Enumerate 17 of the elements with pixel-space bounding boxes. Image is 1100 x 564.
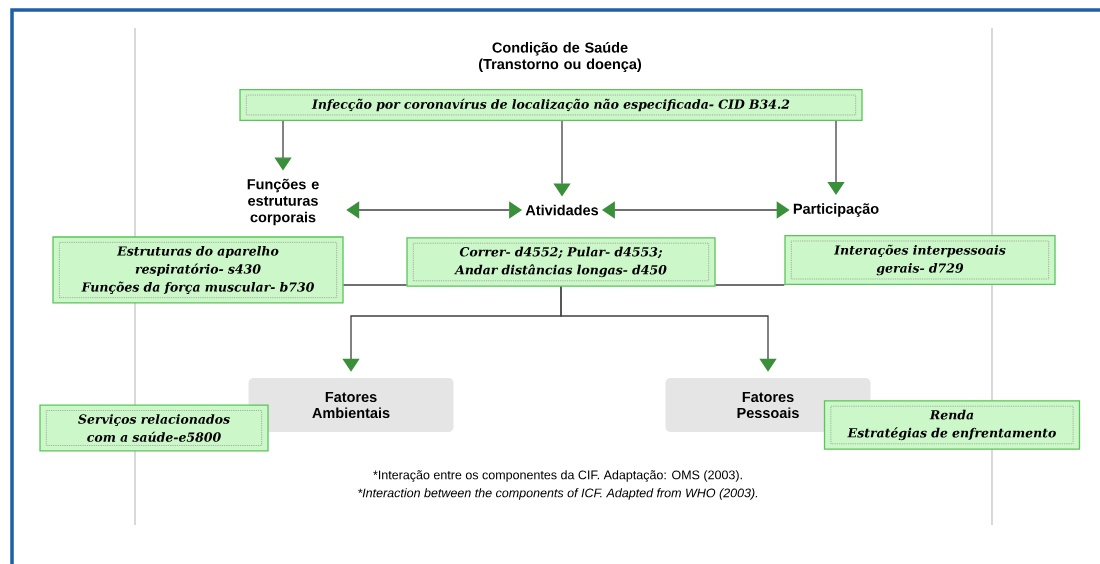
factor-box: Fatores Ambientais <box>248 378 454 432</box>
heading-text: Atividades <box>525 204 599 216</box>
annotation-box: Estruturas do aparelho respiratório- s430 Funções da força muscular- b730 <box>52 236 344 304</box>
connector-line <box>343 284 407 286</box>
arrow <box>274 120 292 171</box>
annotation-box: Renda Estratégias de enfrentamento <box>823 400 1081 450</box>
arrow <box>560 286 777 372</box>
annotation-box: Serviços relacionados com a saúde-e5800 <box>39 404 269 452</box>
footnote-text: *Interaction between the components of ICF. Adapted from WHO (2003). <box>358 488 758 500</box>
annotation-box: Infecção por coronavírus de localização não especificada- CID B34.2 <box>239 89 863 121</box>
heading-text: Condição de Saúde (Transtorno ou doença) <box>478 41 642 73</box>
heading-text: Participação <box>793 203 879 217</box>
annotation-box: Correr- d4552; Pular- d4553; Andar distâncias longas- d450 <box>406 237 716 287</box>
footnote-text: *Interação entre os componentes da CIF. Adaptação: OMS (2003). <box>373 470 742 482</box>
heading-text: Funções e estruturas corporais <box>247 178 319 226</box>
connector-line <box>715 284 785 286</box>
annotation-box: Interações interpessoais gerais- d729 <box>784 235 1056 285</box>
